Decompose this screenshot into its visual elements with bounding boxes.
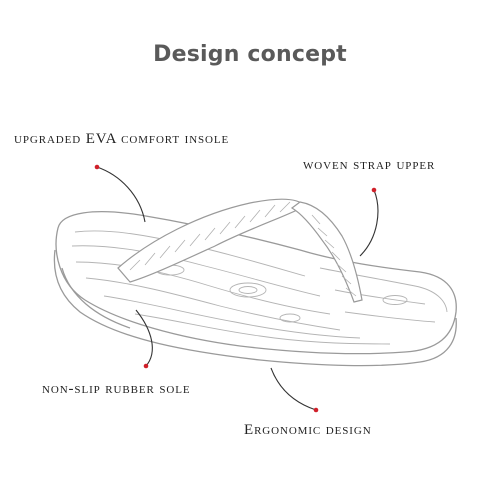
leader-line-sole [135, 309, 153, 367]
callout-insole-label: upgraded EVA comfort insole [14, 131, 230, 147]
callout-sole-label: non-slip rubber sole [42, 381, 191, 397]
leader-line-ergonomic [270, 367, 317, 411]
callout-ergonomic-label: Ergonomic design [244, 422, 372, 438]
strap-weave-lines [129, 201, 357, 297]
callout-dot-insole [94, 164, 100, 170]
leader-line-insole [96, 166, 146, 223]
callout-dot-strap [371, 187, 377, 193]
leader-line-strap [359, 189, 379, 257]
sandal-sole [53, 211, 457, 367]
page-title: Design concept [153, 42, 347, 67]
callout-dot-ergonomic [313, 407, 319, 413]
woven-strap [117, 198, 363, 303]
callout-strap-label: woven strap upper [303, 157, 436, 173]
callout-dot-sole [143, 363, 149, 369]
